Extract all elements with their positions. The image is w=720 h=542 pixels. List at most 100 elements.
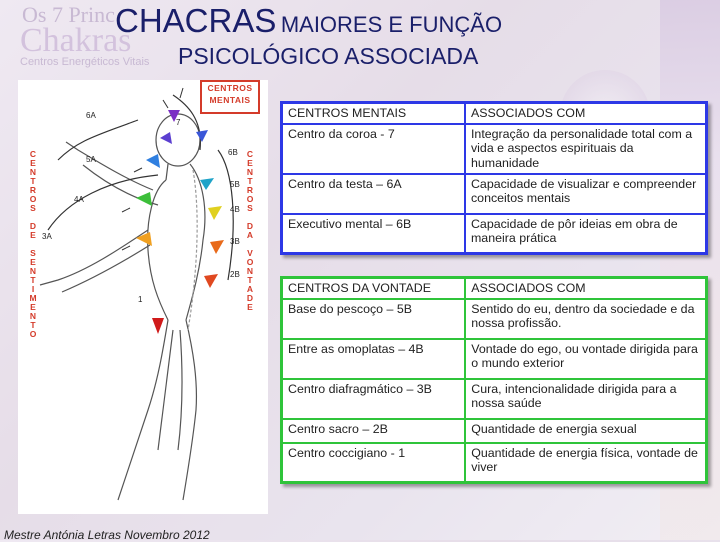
association-cell: Quantidade de energia sexual [464,417,708,444]
vertical-label-letter: N [29,311,37,321]
chakra-6b-marker [196,130,208,142]
header-cell: CENTROS MENTAIS [280,101,466,125]
vertical-label-letter: T [247,275,253,285]
table-row: Centro da coroa - 7 Integração da person… [280,122,708,175]
author-footer: Mestre Antónia Letras Novembro 2012 [4,528,210,542]
table-row: Executivo mental – 6B Capacidade de pôr … [280,212,708,255]
chakra-label-3b: 3B [230,237,240,246]
chakra-4b-marker [208,206,222,220]
vertical-label-letter: E [30,257,36,267]
association-cell: Vontade do ego, ou vontade dirigida para… [464,337,708,380]
chakra-label-5a: 5A [86,155,96,164]
chakra-label-4a: 4A [74,195,84,204]
vertical-label-letter: V [247,248,253,258]
association-cell: Sentido do eu, dentro da sociedade e da … [464,297,708,340]
vertical-label-letter: E [247,158,253,168]
header-cell: ASSOCIADOS COM [464,276,708,300]
vertical-label-letter: N [29,167,37,177]
association-cell: Quantidade de energia física, vontade de… [464,441,708,484]
chakra-4a-marker [136,192,152,206]
center-name-cell: Entre as omoplatas – 4B [280,337,467,380]
center-name-cell: Centro da coroa - 7 [280,122,466,175]
arrow-markers [121,87,184,251]
vertical-label-letter: O [246,257,254,267]
chakra-5a-marker [146,154,160,168]
vertical-label-letter: N [246,167,254,177]
vertical-label-letter: R [246,185,254,195]
center-name-cell: Centro coccigiano - 1 [280,441,467,484]
chakra-6a-marker [160,132,172,144]
chakra-2b-marker [204,274,218,288]
vertical-label-letter: N [29,266,37,276]
vertical-label-letter: T [30,176,36,186]
vertical-label-letter: S [30,248,36,258]
logo-line-2: Chakras [20,22,132,59]
chakra-label-3a: 3A [42,232,52,241]
page-subtitle: PSICOLÓGICO ASSOCIADA [178,43,479,69]
vertical-label-letter: D [246,221,254,231]
chakra-3b-marker [210,240,224,254]
chakra-label-4b: 4B [230,205,240,214]
centros-mentais-line-1: CENTROS [207,83,253,93]
vertical-label-letter: E [30,230,36,240]
chakra-7-marker [168,110,180,122]
vertical-label-letter: O [29,194,37,204]
vertical-label-letter: C [246,149,254,159]
chakra-1-marker [152,318,164,334]
vertical-label-letter: S [247,203,253,213]
chakra-label-6b: 6B [228,148,238,157]
association-cell: Capacidade de visualizar e compreender c… [463,172,708,215]
logo-line-3: Centros Energéticos Vitais [20,56,150,68]
vertical-label-letter: O [246,194,254,204]
chakra-label-1: 1 [138,295,143,304]
vertical-label-letter: T [30,320,36,330]
chakra-5b-marker [200,178,214,190]
centros-mentais-box: CENTROS MENTAIS [200,80,260,114]
table-row: Centro da testa – 6A Capacidade de visua… [280,172,708,215]
vertical-label-letter: R [29,185,37,195]
table-row: Centro sacro – 2B Quantidade de energia … [280,417,708,444]
association-cell: Cura, intencionalidade dirigida para a n… [464,377,708,420]
chakra-3a-marker [136,232,152,246]
vertical-label-letter: C [29,149,37,159]
center-name-cell: Executivo mental – 6B [280,212,466,255]
title-small: MAIORES E FUNÇÃO [280,12,503,37]
chakra-label-7: 7 [176,118,181,127]
table-header-row: CENTROS MENTAIS ASSOCIADOS COM [280,101,708,125]
association-cell: Integração da personalidade total com a … [463,122,708,175]
vertical-label-letter: T [30,275,36,285]
vertical-label-letter: S [30,203,36,213]
vertical-label-letter: A [246,284,254,294]
centros-mentais-line-2: MENTAIS [209,95,251,105]
chakra-label-2b: 2B [230,270,240,279]
vertical-label-letter: I [31,284,35,294]
vertical-label-letter: D [29,221,37,231]
association-cell: Capacidade de pôr ideias em obra de mane… [463,212,708,255]
vertical-label-letter: T [247,176,253,186]
body-figure-panel [18,80,268,514]
table-header-row: CENTROS DA VONTADE ASSOCIADOS COM [280,276,708,300]
vertical-label-letter: N [246,266,254,276]
center-name-cell: Centro da testa – 6A [280,172,466,215]
chakra-label-5b: 5B [230,180,240,189]
table-row: Entre as omoplatas – 4B Vontade do ego, … [280,337,708,380]
vertical-label-letter: A [246,230,254,240]
vertical-label-letter: E [30,302,36,312]
chakra-markers [136,110,224,334]
chakra-label-6a: 6A [86,111,96,120]
header-cell: CENTROS DA VONTADE [280,276,467,300]
table-row: Base do pescoço – 5B Sentido do eu, dent… [280,297,708,340]
logo-line-1: Os 7 Princ [22,2,115,27]
center-name-cell: Centro diafragmático – 3B [280,377,467,420]
vertical-label-letter: M [29,293,37,303]
table-row: Centro diafragmático – 3B Cura, intencio… [280,377,708,420]
centros-da-vontade-table: CENTROS DA VONTADE ASSOCIADOS COM Base d… [280,276,708,484]
centros-mentais-table: CENTROS MENTAIS ASSOCIADOS COM Centro da… [280,101,708,255]
human-figure-illustration [39,87,234,501]
title-large: CHACRAS [115,2,277,39]
vertical-label-letter: E [247,302,253,312]
vertical-label-letter: O [29,329,37,339]
header-cell: ASSOCIADOS COM [463,101,708,125]
